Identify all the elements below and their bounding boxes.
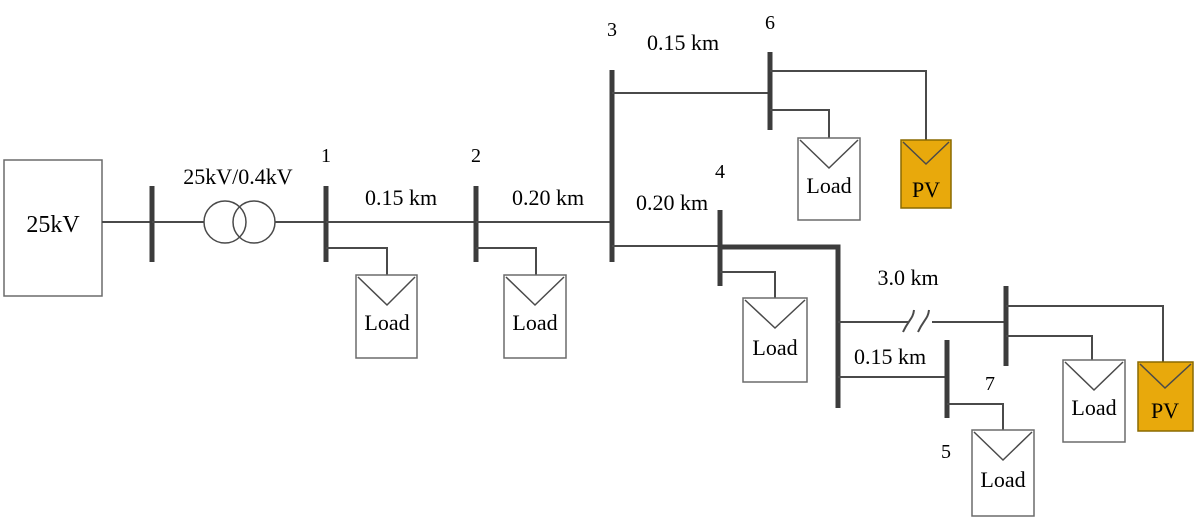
load-3-label: Load	[806, 173, 851, 198]
main-feeder-thick	[720, 244, 841, 408]
pv-1-icon	[902, 141, 950, 166]
load-4-box	[742, 297, 808, 383]
load-4: Load	[742, 297, 808, 383]
load-5-feeder	[1006, 335, 1093, 360]
load-1: Load	[355, 274, 418, 359]
load-2-icon	[505, 276, 565, 307]
pv-1-label: PV	[912, 177, 940, 202]
pv-2: PV	[1137, 361, 1194, 432]
bus-7-label: 7	[985, 373, 995, 395]
load-4-label: Load	[752, 335, 797, 360]
pv-1: PV	[900, 139, 952, 209]
transformer-hv-winding	[203, 200, 247, 244]
load-3-icon	[799, 139, 859, 170]
line-1-2-label: 0.15 km	[365, 185, 437, 210]
line-3-6-label: 0.15 km	[647, 30, 719, 55]
load-2-box	[503, 274, 567, 359]
load-2-label: Load	[512, 310, 557, 335]
bus-6-label: 6	[765, 12, 775, 34]
load-2-feeder	[476, 247, 537, 275]
load-3-feeder	[770, 109, 830, 138]
load-6-label: Load	[980, 467, 1025, 492]
line-3-4-label: 0.20 km	[636, 190, 708, 215]
source-label: 25kV	[26, 212, 80, 238]
line-short-label: 0.15 km	[854, 344, 926, 369]
bus-5-label: 5	[941, 441, 951, 463]
pv-1-feeder	[770, 70, 927, 140]
line-2-3-label: 0.20 km	[512, 185, 584, 210]
load-5-icon	[1064, 361, 1124, 392]
load-5: Load	[1062, 359, 1126, 443]
load-1-feeder	[326, 247, 388, 275]
line-long-label: 3.0 km	[877, 265, 938, 290]
load-5-box	[1062, 359, 1126, 443]
load-6-icon	[973, 431, 1033, 462]
load-5-label: Load	[1071, 395, 1116, 420]
transformer	[203, 200, 276, 244]
bus-2-label: 2	[471, 145, 481, 167]
load-1-box	[355, 274, 418, 359]
bus-4-label: 4	[715, 161, 725, 183]
pv-2-box	[1137, 361, 1194, 432]
load-4-feeder	[720, 271, 776, 298]
source-box	[3, 159, 103, 297]
transformer-label: 25kV/0.4kV	[183, 164, 293, 189]
pv-2-label: PV	[1151, 398, 1179, 423]
bus-1-label: 1	[321, 145, 331, 167]
load-6: Load	[971, 429, 1035, 517]
load-1-label: Load	[364, 310, 409, 335]
pv-2-icon	[1139, 363, 1192, 390]
load-3-box	[797, 137, 861, 221]
load-1-icon	[357, 276, 416, 307]
bus-3-label: 3	[607, 19, 617, 41]
line-break-icon	[902, 309, 930, 333]
load-3: Load	[797, 137, 861, 221]
pv-1-box	[900, 139, 952, 209]
source-25kv: 25kV	[3, 159, 103, 297]
pv-2-feeder	[1006, 305, 1164, 362]
load-4-icon	[744, 299, 806, 330]
load-6-feeder	[947, 403, 1004, 430]
transformer-lv-winding	[232, 200, 276, 244]
load-6-box	[971, 429, 1035, 517]
load-2: Load	[503, 274, 567, 359]
